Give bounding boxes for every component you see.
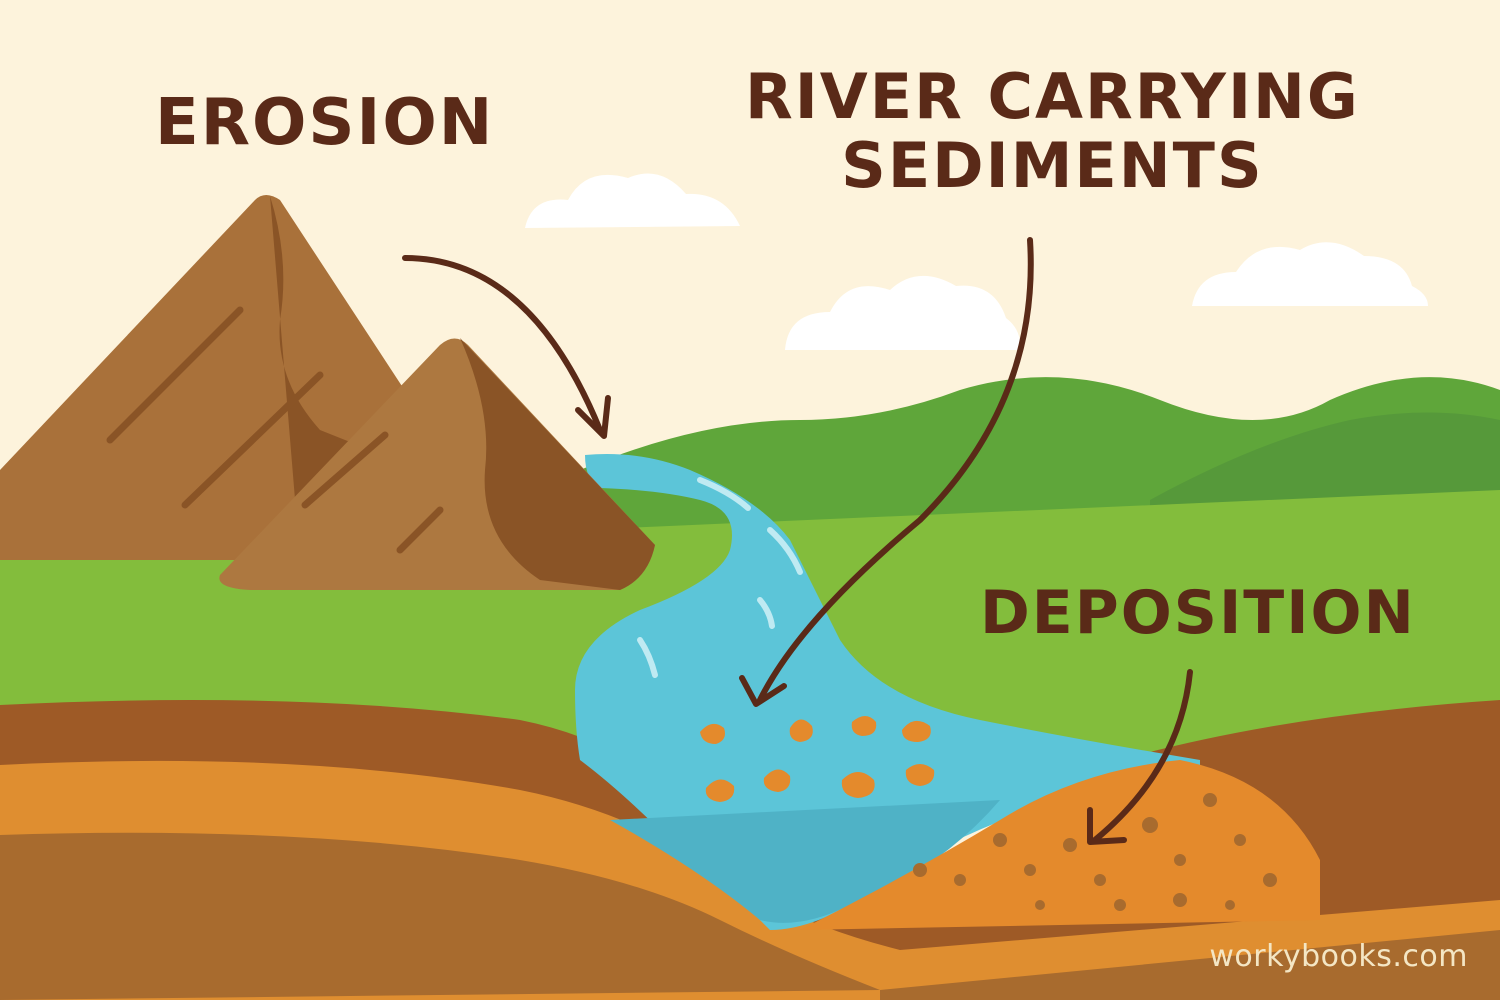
cloud-icon	[1192, 242, 1428, 306]
label-river-carrying-sediments: RIVER CARRYING SEDIMENTS	[745, 62, 1360, 201]
label-river-line1: RIVER CARRYING	[745, 60, 1360, 133]
sediment-icon	[700, 716, 935, 802]
deposition-pile	[800, 760, 1320, 930]
deposition-sediment	[913, 793, 1277, 911]
river-icon	[575, 454, 1200, 930]
cloud-icon	[785, 275, 1021, 350]
arrow-icon	[402, 255, 611, 439]
label-erosion: EROSION	[155, 86, 495, 160]
mountain-icon	[219, 338, 655, 590]
label-deposition: DEPOSITION	[980, 578, 1416, 648]
arrow-icon	[1087, 669, 1193, 845]
arrow-icon	[739, 237, 1034, 707]
site-credit: workybooks.com	[1209, 939, 1468, 974]
soil-layer-bottom	[0, 832, 880, 1000]
label-river-line2: SEDIMENTS	[841, 129, 1264, 203]
cloud-icon	[525, 173, 740, 228]
